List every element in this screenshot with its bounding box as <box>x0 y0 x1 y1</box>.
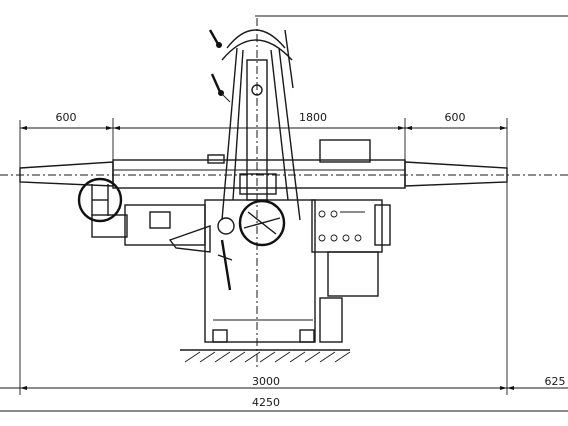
dim-base-length: 3000 <box>252 375 280 388</box>
machine-base <box>77 177 391 343</box>
dimension-lines <box>0 15 568 412</box>
work-table <box>0 139 568 189</box>
dim-right-overhang: 625 <box>545 375 566 388</box>
floor-hatching <box>180 349 351 363</box>
dim-table-travel: 1800 <box>299 111 327 124</box>
dim-overall-length: 4250 <box>252 396 280 409</box>
column-head <box>208 18 301 370</box>
dim-left-extension: 600 <box>56 111 77 124</box>
dimension-labels: 600 1800 600 3000 625 4250 <box>56 111 566 409</box>
dim-right-extension: 600 <box>445 111 466 124</box>
